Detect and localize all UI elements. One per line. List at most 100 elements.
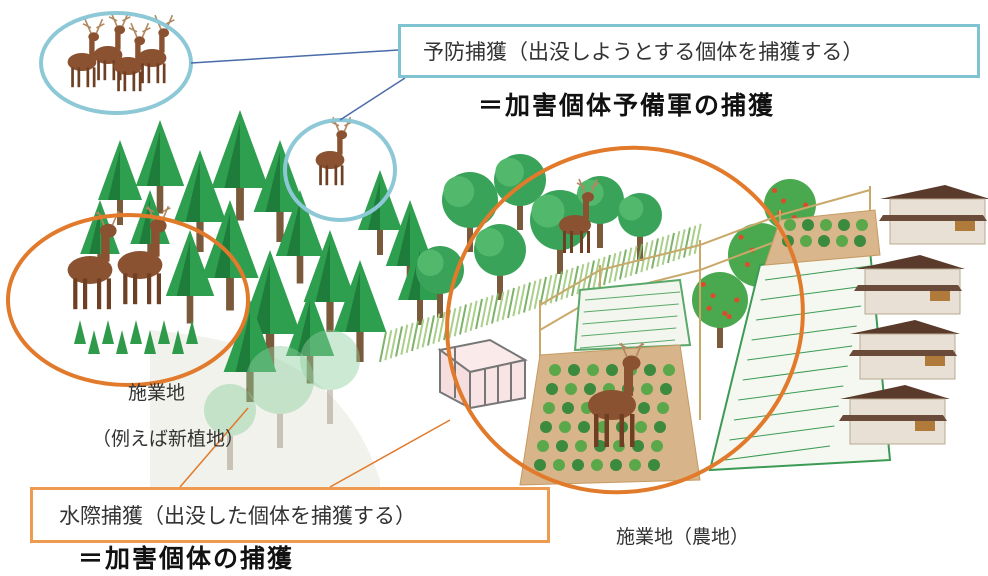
vegetable (663, 364, 675, 376)
vegetable (638, 402, 650, 414)
deer (117, 205, 171, 305)
ground-haze (150, 330, 380, 520)
vegetable (657, 402, 669, 414)
farm-site-label: 施業地（農地） (616, 526, 750, 548)
conifer-tree (165, 230, 215, 324)
faded-tree (300, 330, 360, 424)
deer (315, 116, 353, 186)
vegetable (802, 219, 814, 231)
house (839, 385, 950, 445)
prevent-capture-caption: ＝加害個体予備軍の捕獲 (478, 91, 776, 120)
vegetable (546, 383, 558, 395)
seedling (88, 330, 100, 354)
vegetable (556, 440, 568, 452)
conifer-tree (303, 230, 357, 332)
seedling (116, 330, 128, 354)
vegetable (818, 235, 830, 247)
vegetable (629, 459, 641, 471)
house (854, 255, 965, 315)
deer (113, 22, 151, 92)
vegetable (572, 459, 584, 471)
conifer-tree (135, 120, 185, 214)
broadleaf-tree (416, 246, 464, 318)
conifer-tree (211, 110, 269, 221)
conifer-tree (223, 300, 277, 402)
conifer-tree (333, 260, 387, 362)
conifer-tree (98, 140, 142, 225)
forest-site-circle (6, 213, 250, 387)
village-houses (839, 185, 988, 445)
vegetable (784, 219, 796, 231)
deer (559, 178, 600, 253)
seedling (158, 320, 170, 344)
vegetable (854, 235, 866, 247)
deer (67, 210, 121, 310)
forest-trees (74, 110, 662, 470)
broadleaf-tree (474, 224, 526, 300)
seedling (172, 330, 184, 354)
vegetable (856, 219, 868, 231)
vegetable (660, 383, 672, 395)
broadleaf-tree (442, 172, 498, 252)
vegetable (575, 440, 587, 452)
vegetable (553, 459, 565, 471)
vegetable (565, 383, 577, 395)
vegetable (578, 421, 590, 433)
vegetable (587, 364, 599, 376)
vegetable (606, 364, 618, 376)
vegetable (543, 402, 555, 414)
vegetable (549, 364, 561, 376)
deer-herds (67, 11, 645, 447)
water-edge-capture-text: 水際捕獲（出没した個体を捕獲する） (59, 504, 416, 528)
fruit-tree (692, 272, 748, 348)
vegetable (651, 440, 663, 452)
conifer-tree (358, 170, 402, 255)
conifer-tree (285, 290, 335, 384)
vegetable (800, 235, 812, 247)
grass-slope (379, 223, 702, 363)
vegetable (632, 440, 644, 452)
faded-tree (246, 346, 314, 448)
vegetable (644, 364, 656, 376)
water-edge-capture-box: 水際捕獲（出没した個体を捕獲する） (30, 487, 550, 543)
vegetable (820, 219, 832, 231)
vegetable (641, 383, 653, 395)
vegetable (540, 421, 552, 433)
farm-edge-circle (445, 145, 805, 495)
vegetable (584, 383, 596, 395)
seedling (74, 320, 86, 344)
vegetable (648, 459, 660, 471)
seedling (186, 320, 198, 344)
vegetable (534, 459, 546, 471)
vegetable (562, 402, 574, 414)
vegetable (654, 421, 666, 433)
vegetable (836, 235, 848, 247)
deer (67, 18, 105, 88)
seedling (130, 320, 142, 344)
vegetable (635, 421, 647, 433)
house (879, 185, 988, 245)
faded-tree (204, 384, 256, 470)
seedling (102, 320, 114, 344)
forest-site-label: 施業地 (128, 382, 186, 404)
prevent-capture-text: 予防捕獲（出没しようとする個体を捕獲する） (423, 40, 864, 64)
water-edge-capture-caption: ＝加害個体の捕獲 (78, 544, 295, 573)
vegetable (591, 459, 603, 471)
broadleaf-tree (494, 154, 546, 230)
crop-fields (519, 209, 892, 486)
vegetable (537, 440, 549, 452)
vegetable (838, 219, 850, 231)
vegetable (559, 421, 571, 433)
callout-connectors (179, 49, 451, 488)
forest-site-sublabel: （例えば新植地） (92, 428, 245, 450)
prevent-capture-box: 予防捕獲（出没しようとする個体を捕獲する） (398, 24, 980, 78)
house (849, 320, 960, 380)
seedling (144, 330, 156, 354)
vegetable (610, 459, 622, 471)
vegetable (568, 364, 580, 376)
conifer-tree (275, 190, 325, 284)
deer (588, 342, 645, 447)
broadleaf-tree (618, 193, 662, 261)
